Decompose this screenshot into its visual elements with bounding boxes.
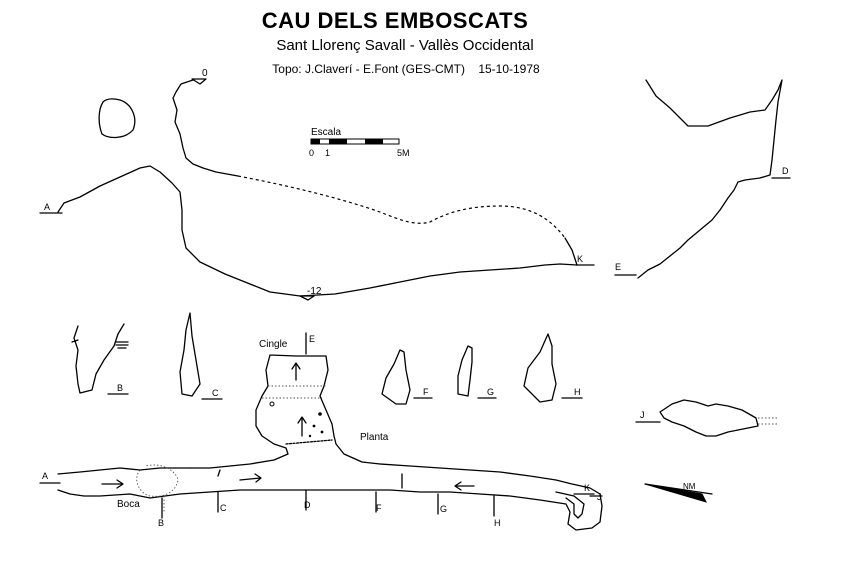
section-label-B: B xyxy=(117,383,123,393)
section-label-K-elevation: K xyxy=(577,254,583,264)
section-label-E-plan: E xyxy=(309,334,315,344)
plan-label-C: C xyxy=(220,503,227,513)
plan-label-F: F xyxy=(376,503,382,513)
cross-section-G: G xyxy=(457,345,497,399)
drawing-location: Sant Llorenç Savall - Vallès Occidental xyxy=(276,37,534,54)
boca-label: Boca xyxy=(117,499,140,510)
drawing-title: CAU DELS EMBOSCATS xyxy=(261,8,529,33)
drawing-credits: Topo: J.Claverí - E.Font (GES-CMT) 15-10… xyxy=(272,62,540,76)
plan-label-H: H xyxy=(494,518,501,528)
section-label-J-right: J xyxy=(640,410,645,420)
elevation-section: 0 -12 A K xyxy=(39,68,595,301)
scale-bar: Escala 0 1 5M xyxy=(309,127,410,158)
section-label-C: C xyxy=(212,388,219,398)
plan-label-G: G xyxy=(440,504,447,514)
section-label-D-right: D xyxy=(782,166,789,176)
elevation-fragment-right: D E xyxy=(614,79,791,279)
cingle-label: Cingle xyxy=(259,339,288,350)
cross-section-H: H xyxy=(523,333,583,403)
section-label-F: F xyxy=(423,387,429,397)
cross-section-F: F xyxy=(381,349,433,405)
scale-tick-5: 5M xyxy=(397,148,410,158)
section-label-A-elevation: A xyxy=(44,202,50,212)
section-label-H: H xyxy=(574,387,581,397)
section-label-E-right: E xyxy=(615,262,621,272)
section-label-G: G xyxy=(487,387,494,397)
scale-label: Escala xyxy=(311,127,341,138)
plan-label-J: J xyxy=(597,492,602,502)
elevation-upper-wall xyxy=(172,79,239,177)
scale-tick-0: 0 xyxy=(309,148,314,158)
cross-section-B: B xyxy=(71,323,129,395)
plan-label-B: B xyxy=(158,518,164,528)
plan-gallery-lower-wall xyxy=(57,489,603,531)
elevation-floor xyxy=(57,165,578,297)
scale-tick-1: 1 xyxy=(325,148,330,158)
plan-label-A: A xyxy=(42,471,48,481)
plan-chamber-outline xyxy=(189,354,381,469)
plan-view: Cingle Planta E B xyxy=(39,332,603,531)
depth-zero-label: 0 xyxy=(202,68,208,79)
planta-label: Planta xyxy=(360,432,389,443)
north-label: NM xyxy=(683,482,696,491)
rock-block-outline xyxy=(98,98,136,139)
cross-section-C: C xyxy=(179,312,223,400)
depth-bottom-label: -12 xyxy=(307,286,322,297)
plan-label-D: D xyxy=(304,500,311,510)
north-arrow: NM xyxy=(644,482,713,503)
cross-section-J: J xyxy=(635,399,778,437)
elevation-upper-wall-dashed xyxy=(237,175,566,239)
plan-gallery-upper-wall xyxy=(57,463,601,495)
plan-label-K: K xyxy=(584,483,590,493)
